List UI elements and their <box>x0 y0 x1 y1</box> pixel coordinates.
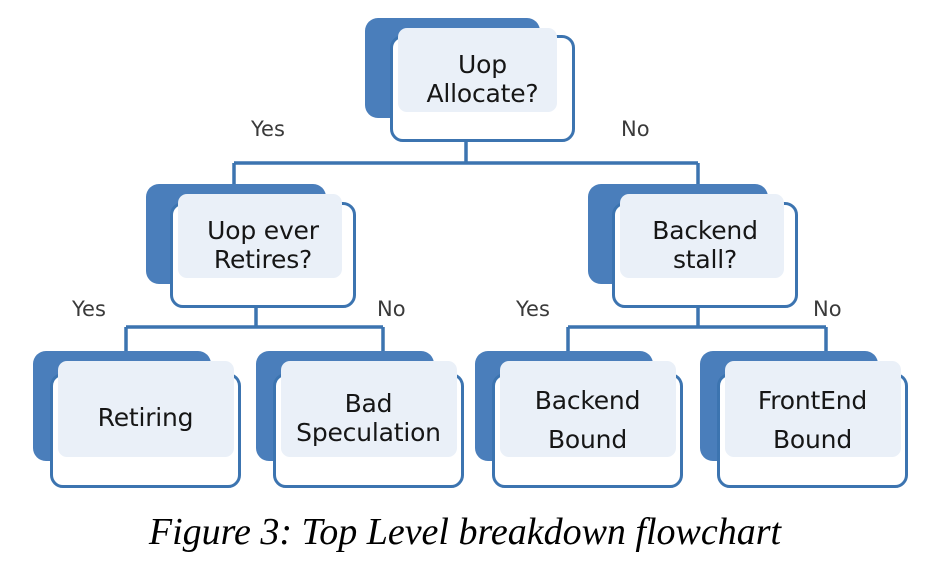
node-label: Uop ever Retires? <box>207 215 319 275</box>
card-inner-fill <box>58 361 234 457</box>
card-inner-fill <box>620 194 784 278</box>
node-backend-stall[interactable]: Backend stall? <box>588 184 806 308</box>
node-label: Bad Speculation <box>296 388 441 448</box>
node-frontend-bound[interactable]: FrontEnd Bound <box>700 351 915 488</box>
card-inner-fill <box>281 361 457 457</box>
card-inner-fill <box>725 361 901 457</box>
node-uop-allocate[interactable]: Uop Allocate? <box>365 18 575 142</box>
edge-label-retires-yes: Yes <box>72 297 106 321</box>
edge-label-root-no: No <box>621 117 650 141</box>
edge-label-stall-yes: Yes <box>516 297 550 321</box>
node-label: Uop Allocate? <box>426 49 539 109</box>
node-bad-speculation[interactable]: Bad Speculation <box>256 351 471 488</box>
node-retiring[interactable]: Retiring <box>33 351 248 488</box>
figure-caption: Figure 3: Top Level breakdown flowchart <box>148 511 782 553</box>
card-inner-fill <box>178 194 342 278</box>
node-label: Backend stall? <box>652 215 758 275</box>
card-inner-fill <box>398 28 557 112</box>
card-inner-fill <box>500 361 676 457</box>
node-backend-bound[interactable]: Backend Bound <box>475 351 690 488</box>
node-label: Retiring <box>97 403 194 433</box>
node-label: FrontEnd Bound <box>757 386 868 454</box>
edge-label-stall-no: No <box>813 297 842 321</box>
node-uop-ever-retires[interactable]: Uop ever Retires? <box>146 184 364 308</box>
edge-label-retires-no: No <box>377 297 406 321</box>
edge-label-root-yes: Yes <box>251 117 285 141</box>
node-label: Backend Bound <box>534 386 641 454</box>
